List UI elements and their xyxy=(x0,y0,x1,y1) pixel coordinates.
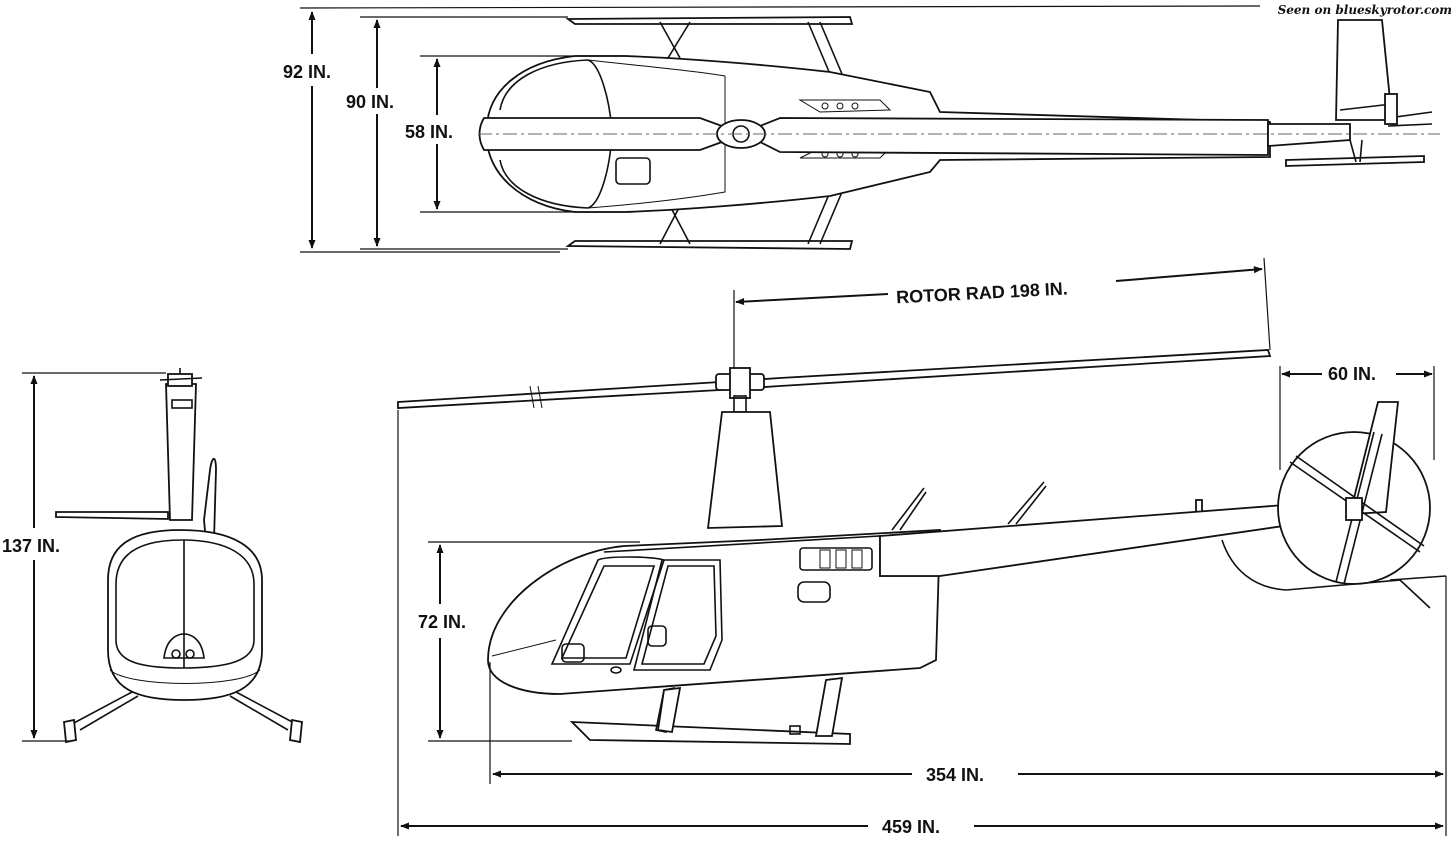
top-view-skids xyxy=(565,16,854,250)
dim-top-cabin-width: 58 IN. xyxy=(405,122,453,142)
front-view-cabin xyxy=(107,529,263,701)
dim-front-height: 137 IN. xyxy=(2,536,60,556)
side-view-main-rotor-blade xyxy=(397,349,1272,409)
dim-overall-length: 459 IN. xyxy=(882,817,940,837)
front-view-dimensions: 137 IN. xyxy=(2,372,166,742)
front-view xyxy=(55,368,303,744)
side-view-tail-boom xyxy=(879,499,1354,577)
dim-top-overall-width: 92 IN. xyxy=(283,62,331,82)
side-view xyxy=(397,349,1447,745)
dim-tail-rotor-diameter: 60 IN. xyxy=(1328,364,1376,384)
top-view-dimensions: 92 IN. 90 IN. 58 IN. xyxy=(283,5,1261,253)
side-view-door-rear xyxy=(632,559,723,671)
dim-rotor-radius: ROTOR RAD 198 IN. xyxy=(896,278,1069,307)
dim-side-cabin-height: 72 IN. xyxy=(418,612,466,632)
dim-fuselage-length: 354 IN. xyxy=(926,765,984,785)
top-view xyxy=(478,16,1440,250)
dim-top-skid-width: 90 IN. xyxy=(346,92,394,112)
credit-watermark: Seen on blueskyrotor.com xyxy=(1278,3,1452,17)
